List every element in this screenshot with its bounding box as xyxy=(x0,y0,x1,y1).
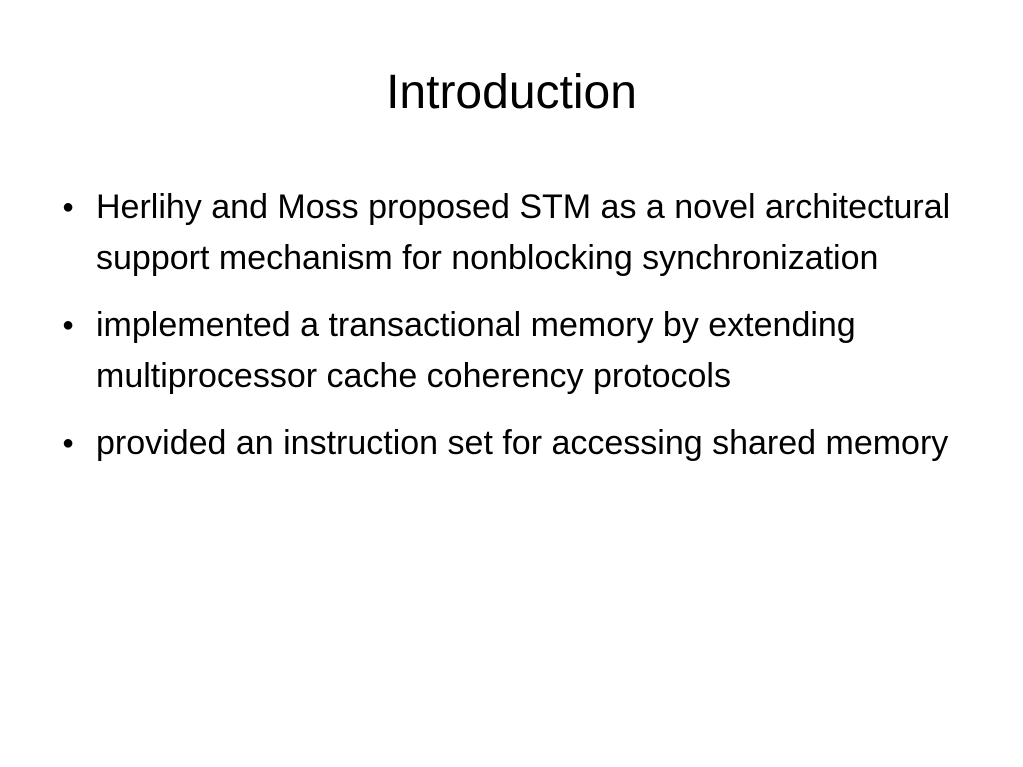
slide-title: Introduction xyxy=(386,66,637,119)
bullet-item: ● implemented a transactional memory by … xyxy=(60,300,990,402)
bullet-text: provided an instruction set for accessin… xyxy=(96,424,949,462)
bullet-item: ● provided an instruction set for access… xyxy=(60,418,990,469)
bullet-dot-icon: ● xyxy=(62,314,75,336)
bullet-text: Herlihy and Moss proposed STM as a novel… xyxy=(96,188,951,277)
bullet-dot-icon: ● xyxy=(62,196,75,218)
bullet-text: implemented a transactional memory by ex… xyxy=(96,306,856,395)
bullet-dot-icon: ● xyxy=(62,432,75,454)
bullet-item: ● Herlihy and Moss proposed STM as a nov… xyxy=(60,182,990,284)
bullet-list: ● Herlihy and Moss proposed STM as a nov… xyxy=(60,182,990,485)
